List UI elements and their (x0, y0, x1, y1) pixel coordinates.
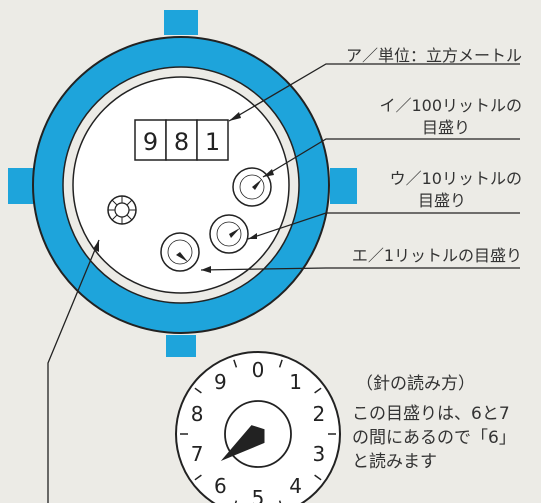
label-100-liter-line1: イ／100リットルの (379, 96, 522, 115)
digit-counter: 9 8 1 (134, 119, 229, 161)
dial-number-2: 2 (313, 402, 326, 426)
dial-number-7: 7 (191, 442, 204, 466)
digit-2: 8 (174, 128, 189, 156)
label-10-liter-line2: 目盛り (417, 191, 466, 210)
dial-tick (233, 359, 238, 368)
reading-example-dial: 012 34 5 67 89 (175, 351, 341, 503)
dial-number-5: 5 (252, 486, 265, 503)
dial-number-1: 1 (289, 370, 302, 394)
leader-lines (47, 63, 520, 503)
top-tab (164, 10, 198, 35)
dial-number-3: 3 (313, 442, 326, 466)
dial-tick (234, 500, 238, 503)
left-tab (8, 168, 35, 204)
dial-tick (278, 359, 283, 368)
dial-tick (194, 387, 202, 394)
dial-tick (314, 474, 322, 481)
dial-tick (194, 474, 202, 481)
bottom-tab (166, 335, 196, 357)
dial-number-6: 6 (214, 474, 227, 498)
reading-line-3: と読みます (352, 452, 437, 472)
digit-3: 1 (205, 128, 220, 156)
dial-number-8: 8 (191, 402, 204, 426)
label-1-liter: エ／1リットルの目盛り (351, 246, 522, 265)
dial-number-0: 0 (252, 358, 265, 382)
leader-arrowheads (93, 112, 274, 273)
right-tab (330, 168, 357, 204)
reading-line-2: の間にあるので「6」 (352, 428, 516, 448)
dial-tick (278, 500, 282, 503)
dial-10-liter (209, 214, 249, 254)
label-100-liter-line2: 目盛り (421, 118, 470, 137)
dial-1-liter (160, 232, 200, 272)
star-wheel (107, 195, 137, 225)
dial-pointer (220, 425, 265, 461)
label-unit-cubic-meter: ア／単位：立方メートル (345, 46, 522, 65)
reading-line-1: この目盛りは、6と7 (352, 404, 510, 424)
dial-number-9: 9 (214, 370, 227, 394)
label-10-liter-line1: ウ／10リットルの (389, 169, 522, 188)
dial-number-4: 4 (289, 474, 302, 498)
dial-100-liter (232, 167, 272, 207)
dial-tick (314, 387, 322, 394)
digit-1: 9 (143, 128, 158, 156)
reading-title: （針の読み方） (356, 374, 475, 394)
